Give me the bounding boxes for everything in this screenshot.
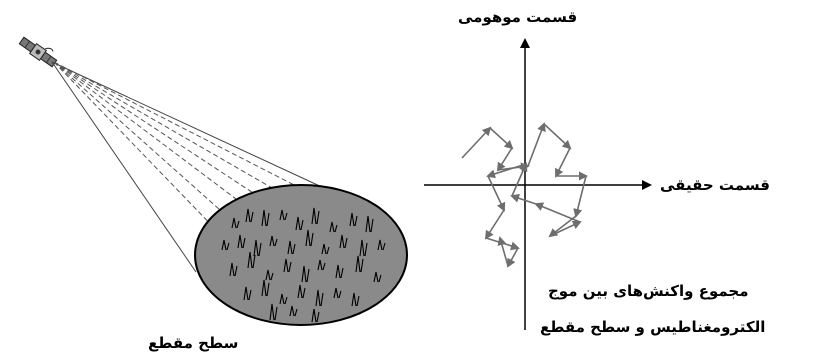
phasor-arrow: [489, 127, 514, 150]
scatterer-glyph: [269, 235, 278, 247]
scatterer-glyph: [287, 240, 296, 255]
beam-ray: [53, 61, 257, 215]
phasor-arrow: [507, 247, 519, 268]
beam-edge-upper: [51, 61, 325, 189]
scatterer-glyph: [311, 308, 320, 323]
scatterer-glyph: [349, 212, 358, 227]
phasor-arrow: [486, 163, 527, 179]
scatterer-glyph: [359, 239, 368, 257]
phasor-arrow: [510, 193, 537, 205]
scatterer-glyph: [335, 264, 344, 279]
beam-ray: [53, 61, 271, 205]
scatterer-glyph: [297, 284, 306, 299]
phasor-arrow: [461, 126, 492, 159]
beam-ray: [53, 61, 301, 189]
phasor-arrow: [511, 162, 528, 197]
phasor-arrow: [573, 175, 587, 218]
scatterer-glyph: [321, 243, 330, 255]
scatterer-glyph: [317, 259, 326, 271]
scatterer-glyph: [373, 271, 382, 283]
phasor-arrow: [484, 209, 505, 240]
phasor-arrow: [555, 147, 571, 178]
sum-caption-line1: مجموع واکنش‌های بین موج: [548, 282, 749, 300]
surface-scatterers: [221, 207, 386, 323]
scatterer-glyph: [355, 255, 364, 273]
beam-ray: [53, 61, 239, 227]
beam-rays: [53, 61, 301, 237]
scatterer-glyph: [265, 269, 274, 281]
phasor-arrow: [543, 123, 572, 150]
scatterer-glyph: [377, 239, 386, 251]
beam-ray: [53, 61, 223, 237]
scatterer-glyph: [247, 251, 256, 269]
real-part-label: قسمت حقیقی: [660, 176, 770, 194]
scatterer-glyph: [253, 239, 262, 257]
scatterer-glyph: [315, 289, 324, 307]
scatterer-glyph: [351, 292, 360, 307]
scatterer-glyph: [311, 207, 320, 225]
phasor-arrow: [487, 175, 506, 212]
scatterer-glyph: [229, 262, 238, 277]
scatterer-glyph: [301, 265, 310, 283]
phasor-arrow: [527, 122, 546, 167]
scatterer-glyph: [305, 229, 314, 247]
scatterer-glyph: [261, 279, 270, 297]
scatterer-glyph: [279, 209, 288, 221]
scatterer-glyph: [329, 221, 338, 233]
scatterer-glyph: [221, 239, 230, 251]
scatterer-glyph: [261, 209, 270, 227]
scatterer-glyph: [289, 305, 298, 317]
sum-caption-line2: الکترومغناطیس و سطح مقطع: [540, 318, 766, 336]
beam-ray: [53, 61, 287, 197]
scatterer-glyph: [279, 293, 288, 305]
scatterer-glyph: [269, 303, 278, 321]
scatterer-glyph: [245, 208, 254, 223]
phasor-arrow: [497, 236, 509, 267]
phasor-arrow: [549, 220, 582, 237]
cross-section-label: سطح مقطع: [148, 334, 239, 352]
scatterer-glyph: [283, 258, 292, 273]
imaginary-part-label: قسمت موهومی: [458, 8, 578, 26]
scatterer-glyph: [365, 215, 374, 233]
scatterer-glyph: [243, 286, 252, 301]
phasor-arrow: [534, 202, 581, 223]
scatterer-glyph: [231, 217, 240, 229]
cross-section-ellipse: [194, 184, 408, 326]
phasor-arrow: [496, 147, 513, 172]
scatterer-glyph: [237, 234, 246, 249]
beam-edge-lower: [51, 61, 197, 273]
scatterer-glyph: [333, 287, 342, 299]
phasor-vectors: [461, 122, 588, 268]
scatterer-glyph: [339, 234, 348, 249]
scatterer-glyph: [295, 216, 304, 231]
